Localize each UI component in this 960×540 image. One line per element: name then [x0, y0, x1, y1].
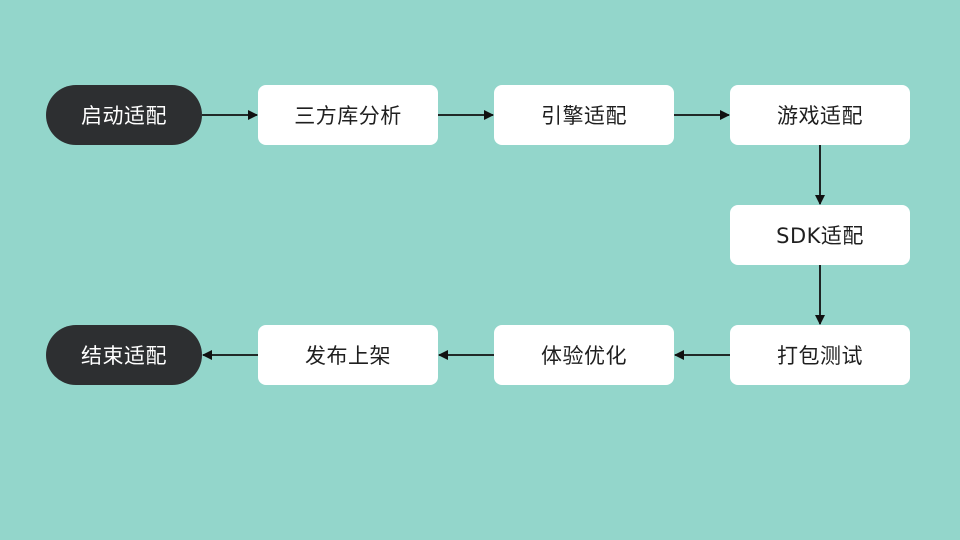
- game-adapt-node: 游戏适配: [730, 85, 910, 145]
- engine-adapt-node: 引擎适配: [494, 85, 674, 145]
- package-test-node: 打包测试: [730, 325, 910, 385]
- publish-label: 发布上架: [305, 344, 391, 368]
- publish-node: 发布上架: [258, 325, 438, 385]
- experience-opt-label: 体验优化: [541, 344, 627, 368]
- game-adapt-label: 游戏适配: [777, 104, 863, 128]
- sdk-adapt-node: SDK适配: [730, 205, 910, 265]
- package-test-label: 打包测试: [777, 344, 863, 368]
- library-analysis-node: 三方库分析: [258, 85, 438, 145]
- start-node: 启动适配: [46, 85, 202, 145]
- experience-opt-node: 体验优化: [494, 325, 674, 385]
- sdk-adapt-label: SDK适配: [776, 224, 864, 248]
- library-analysis-label: 三方库分析: [294, 104, 402, 128]
- end-label: 结束适配: [81, 344, 167, 368]
- start-label: 启动适配: [81, 104, 167, 128]
- engine-adapt-label: 引擎适配: [541, 104, 627, 128]
- end-node: 结束适配: [46, 325, 202, 385]
